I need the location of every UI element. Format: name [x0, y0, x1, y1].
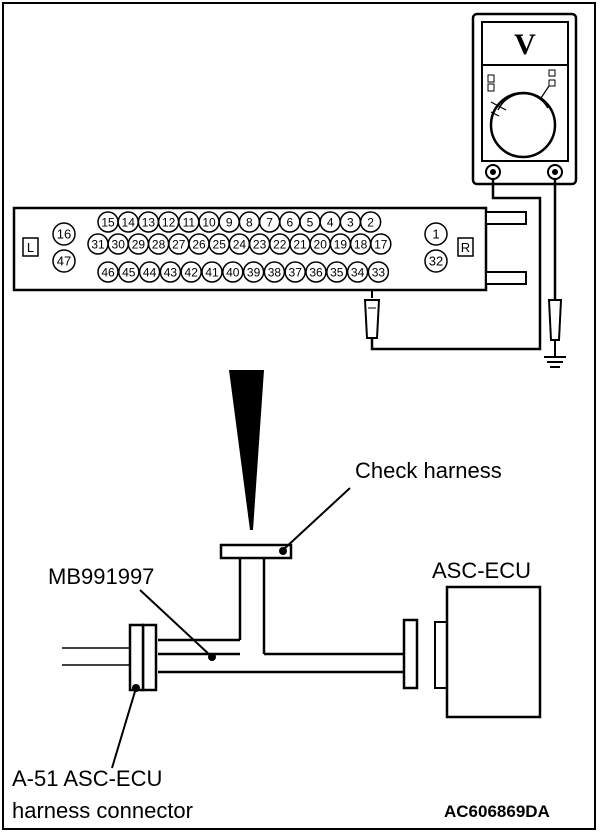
pin-40-label: 40: [226, 266, 240, 280]
leader-lines: [111, 487, 351, 769]
pin-14-label: 14: [122, 216, 136, 230]
pin-46-circle: [97, 261, 119, 283]
pin-41-circle: [201, 261, 223, 283]
pin-26-label: 26: [192, 238, 206, 252]
pin-6-label: 6: [286, 216, 293, 230]
pin-35-label: 35: [330, 266, 344, 280]
pin-29-label: 29: [132, 238, 146, 252]
pin-45-label: 45: [122, 266, 136, 280]
pin-42-label: 42: [185, 266, 199, 280]
asc-ecu-unit: [434, 585, 542, 719]
pin-1-circle: [424, 222, 448, 246]
pin-40-circle: [222, 261, 244, 283]
pin-22-label: 22: [273, 238, 287, 252]
check-harness-label: Check harness: [355, 458, 502, 483]
pin-28-label: 28: [152, 238, 166, 252]
pin-35-circle: [326, 261, 348, 283]
pin-47-circle: [52, 249, 76, 273]
pin-46-label: 46: [101, 266, 115, 280]
side-label-left: L: [27, 240, 34, 255]
pin-18-label: 18: [354, 238, 368, 252]
ground-probe: [547, 299, 563, 356]
pin-17-circle: [370, 233, 392, 255]
pin-37-label: 37: [289, 266, 303, 280]
side-label-right: R: [461, 240, 470, 255]
pin-36-label: 36: [309, 266, 323, 280]
tool-right-connector: [402, 618, 419, 690]
pin-44-label: 44: [143, 266, 157, 280]
pin-43-label: 43: [164, 266, 178, 280]
pin-32-circle: [424, 249, 448, 273]
side-marker-left: [22, 237, 39, 257]
pin-44-circle: [138, 261, 161, 283]
pin-17-label: 17: [374, 238, 388, 252]
harness-connector-label-line2: harness connector: [12, 798, 193, 823]
pin-5-label: 5: [307, 216, 314, 230]
ground-symbol: [544, 356, 566, 368]
meter-dial: [489, 91, 557, 159]
pin-33-circle: [367, 261, 390, 283]
down-arrow: [229, 370, 264, 530]
pin-9-label: 9: [226, 216, 233, 230]
pin-8-label: 8: [246, 216, 253, 230]
a51-harness-connector: [128, 623, 145, 692]
pin-15-label: 15: [101, 216, 115, 230]
pin-11-label: 11: [183, 216, 196, 230]
test-leads: [370, 179, 557, 351]
pin-2-label: 2: [367, 216, 374, 230]
pin-3-label: 3: [347, 216, 354, 230]
pin-2-circle: [359, 211, 382, 233]
pin-43-circle: [159, 261, 182, 283]
pin-38-label: 38: [268, 266, 282, 280]
pin-37-circle: [284, 261, 306, 283]
pin-4-label: 4: [327, 216, 334, 230]
tool-number-label: MB991997: [48, 564, 155, 589]
side-marker-right: [457, 237, 474, 257]
pin-32-label: 32: [429, 254, 443, 269]
pin-20-label: 20: [314, 238, 328, 252]
check-harness-plug: [219, 543, 293, 560]
pin-23-label: 23: [253, 238, 267, 252]
pin-21-label: 21: [293, 238, 307, 252]
pin-33-label: 33: [372, 266, 386, 280]
pin-39-label: 39: [247, 266, 261, 280]
pin-39-circle: [242, 261, 265, 283]
pin-41-label: 41: [205, 266, 219, 280]
pin-16-circle: [52, 222, 76, 246]
pin-10-label: 10: [202, 216, 216, 230]
pin-45-circle: [118, 261, 140, 283]
pin-31-label: 31: [91, 238, 105, 252]
pin-7-label: 7: [266, 216, 273, 230]
pin-1-label: 1: [432, 227, 439, 242]
pin-30-label: 30: [112, 238, 126, 252]
pin-34-circle: [346, 261, 369, 283]
asc-ecu-label: ASC-ECU: [432, 558, 532, 583]
figure-code: AC606869DA: [444, 802, 550, 821]
pin-24-label: 24: [233, 238, 247, 252]
pin-34-label: 34: [351, 266, 365, 280]
pin-13-label: 13: [142, 216, 156, 230]
pin-25-label: 25: [213, 238, 227, 252]
pin-12-label: 12: [162, 216, 176, 230]
pin-16-label: 16: [57, 227, 71, 242]
pin-38-circle: [263, 261, 286, 283]
pin-47-label: 47: [57, 254, 71, 269]
check-harness-assembly: [62, 543, 419, 692]
pin-42-circle: [180, 261, 202, 283]
voltmeter: V: [471, 12, 578, 186]
pin-36-circle: [305, 261, 327, 283]
pin-27-label: 27: [172, 238, 186, 252]
tool-left-connector: [141, 623, 158, 692]
harness-connector-label-line1: A-51 ASC-ECU: [12, 766, 163, 791]
pin-19-label: 19: [334, 238, 348, 252]
voltage-symbol: V: [514, 28, 536, 61]
